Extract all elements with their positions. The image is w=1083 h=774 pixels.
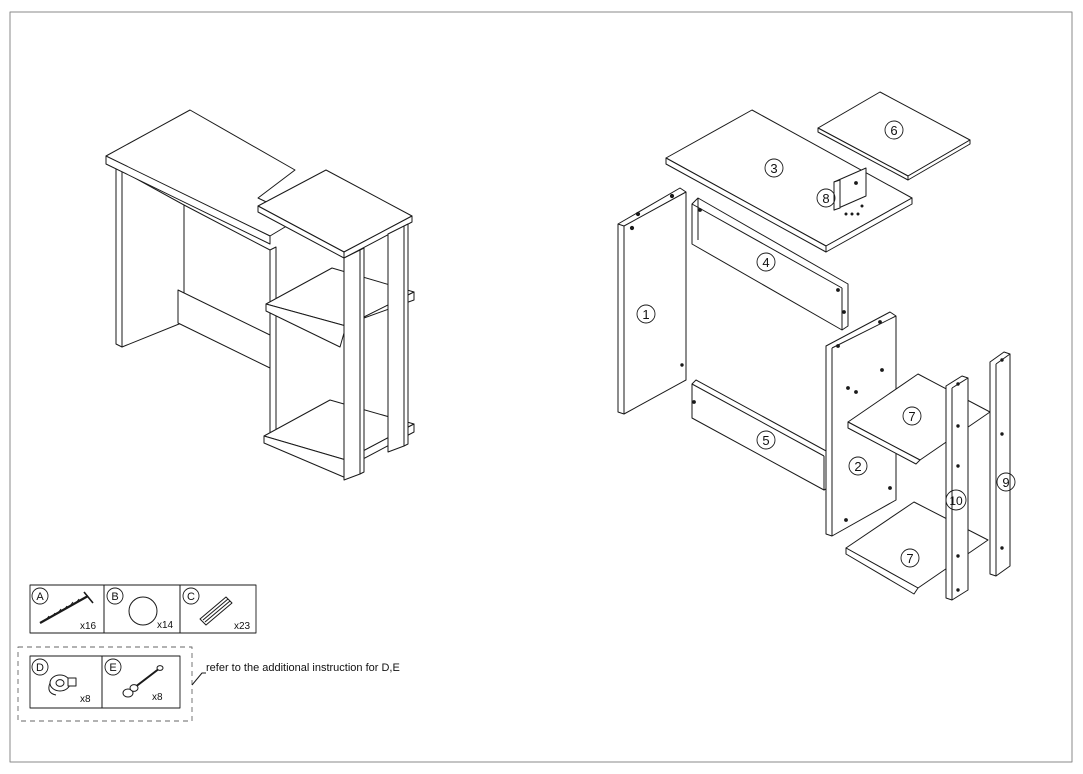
- hardware-letter-b: B: [111, 591, 118, 603]
- part-5-lower-rail: [691, 379, 829, 491]
- hardware-qty-c: x23: [234, 621, 251, 632]
- hardware-qty-d: x8: [80, 694, 91, 705]
- hardware-letter-e: E: [109, 662, 116, 674]
- wooden-dowel-icon: [199, 596, 233, 626]
- hardware-qty-e: x8: [152, 692, 163, 703]
- part-9-post: [989, 351, 1011, 577]
- exploded-view-illustration: [617, 91, 1011, 601]
- round-cap-icon: [128, 596, 158, 626]
- part-label-9: 9: [1002, 475, 1009, 490]
- hardware-letter-a: A: [36, 591, 44, 603]
- assembled-desk-illustration: [105, 109, 415, 481]
- part-label-2: 2: [854, 459, 861, 474]
- cam-bolt-icon: [122, 665, 164, 698]
- hardware-letter-c: C: [187, 591, 195, 603]
- hardware-qty-a: x16: [80, 621, 97, 632]
- part-10-post: [945, 375, 969, 601]
- part-label-8: 8: [822, 191, 829, 206]
- part-label-3: 3: [770, 161, 777, 176]
- instruction-note: refer to the additional instruction for …: [206, 662, 400, 674]
- screw-icon: [39, 591, 94, 624]
- cam-lock-icon: [48, 674, 77, 696]
- page-frame: [9, 11, 1073, 763]
- part-label-5: 5: [762, 433, 769, 448]
- part-label-6: 6: [890, 123, 897, 138]
- part-label-1: 1: [642, 307, 649, 322]
- part-label-7a: 7: [908, 409, 915, 424]
- part-label-10: 10: [949, 494, 963, 508]
- part-label-4: 4: [762, 255, 769, 270]
- hardware-qty-b: x14: [157, 620, 174, 631]
- part-label-7b: 7: [906, 551, 913, 566]
- hardware-table: [17, 584, 257, 722]
- hardware-dashed-group: [17, 646, 193, 722]
- hardware-letter-d: D: [36, 662, 44, 674]
- part-1-side-panel: [617, 187, 687, 415]
